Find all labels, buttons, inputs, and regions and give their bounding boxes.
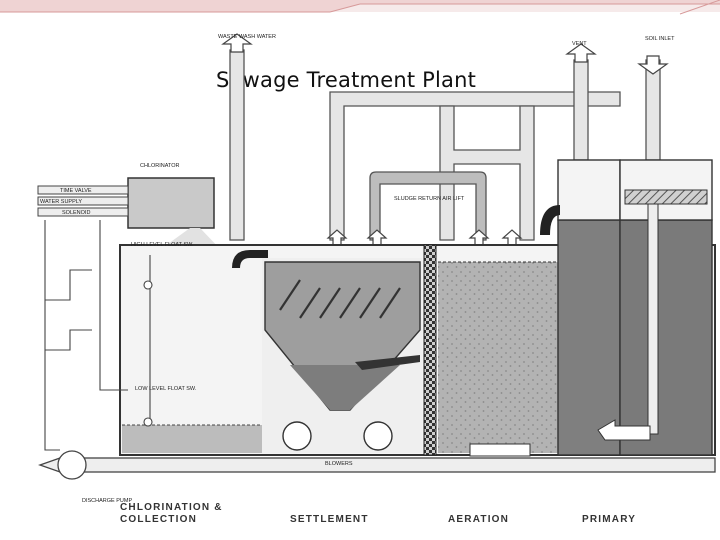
- slide-title: Sewage Treatment Plant: [216, 68, 477, 92]
- label-chlorinator: CHLORINATOR: [140, 163, 180, 169]
- label-water-supply: WATER SUPPLY: [40, 199, 82, 205]
- baffle-wall: [423, 244, 437, 456]
- inlet-elbow: [232, 250, 268, 268]
- label-high-level: HIGH LEVEL FLOAT SW.: [131, 242, 194, 248]
- aeration-tank: [438, 261, 558, 457]
- label-waste-wash-water: WASTE WASH WATER: [218, 34, 276, 40]
- label-discharge-pump: DISCHARGE PUMP: [82, 498, 132, 504]
- primary-tank: [540, 159, 713, 456]
- label-blowers: BLOWERS: [325, 461, 353, 467]
- label-vent: VENT: [572, 41, 587, 47]
- label-low-level: LOW LEVEL FLOAT SW.: [135, 386, 197, 392]
- section-primary: PRIMARY: [582, 514, 636, 525]
- top-decorative-band: [0, 0, 720, 15]
- chlorination-water: [122, 425, 262, 453]
- label-sludge-return: SLUDGE RETURN AIR LIFT: [394, 196, 465, 202]
- label-time-valve: TIME VALVE: [60, 188, 92, 194]
- bottom-pipe: [38, 450, 716, 480]
- label-soil-inlet: SOIL INLET: [645, 36, 675, 42]
- label-solenoid: SOLENOID: [62, 210, 90, 216]
- settlement-tank: [262, 258, 422, 453]
- float-switch-wiring: [44, 220, 153, 451]
- section-chlorination: CHLORINATION &: [120, 502, 223, 513]
- section-collection: COLLECTION: [120, 514, 197, 525]
- section-aeration: AERATION: [448, 514, 509, 525]
- vent-arrows: [221, 33, 669, 246]
- small-labels: WASTE WASH WATER VENT SOIL INLET CHLORIN…: [40, 34, 675, 504]
- section-labels: CHLORINATION & COLLECTION SETTLEMENT AER…: [120, 502, 636, 525]
- section-settlement: SETTLEMENT: [290, 514, 369, 525]
